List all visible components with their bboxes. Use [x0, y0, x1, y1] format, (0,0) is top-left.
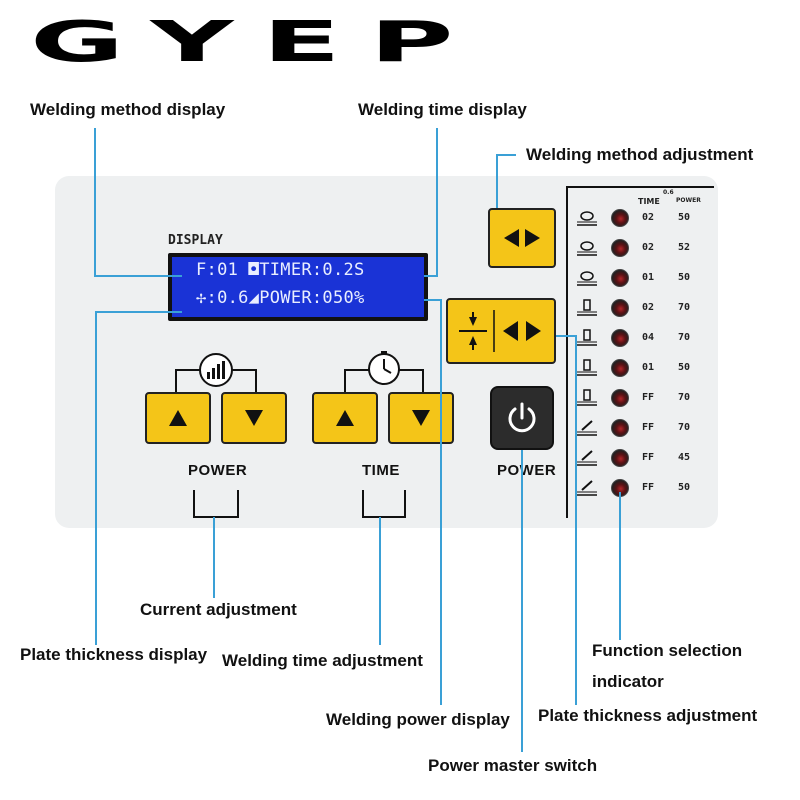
brand-logo: GYEP [30, 10, 483, 75]
thickness-arrows-icon [459, 310, 541, 352]
function-row-time: FF [642, 422, 655, 433]
function-row-power: 70 [678, 302, 691, 313]
function-row-time: 01 [642, 362, 655, 373]
lcd-line-1: F:01 ◘TIMER:0.2S [196, 260, 365, 280]
function-indicator-led [611, 389, 629, 407]
weld-symbol-10-icon [574, 478, 600, 498]
function-row-power: 50 [678, 362, 691, 373]
power-switch-label: POWER [497, 462, 557, 479]
function-row-time: 02 [642, 302, 655, 313]
function-row-time: 04 [642, 332, 655, 343]
clock-icon [366, 350, 402, 386]
function-row-time: 02 [642, 242, 655, 253]
weld-symbol-2-icon [574, 238, 600, 258]
weld-symbol-6-icon [574, 358, 600, 378]
arrow-down-icon [245, 410, 263, 426]
function-row-time: FF [642, 482, 655, 493]
weld-symbol-9-icon [574, 448, 600, 468]
function-indicator-led [611, 239, 629, 257]
welding-method-button[interactable] [488, 208, 556, 268]
function-table-header-time: TIME [638, 197, 660, 206]
callout-plate-thickness-adjustment: Plate thickness adjustment [538, 706, 758, 725]
weld-symbol-7-icon [574, 388, 600, 408]
power-level-icon [198, 352, 234, 388]
time-down-button[interactable] [388, 392, 454, 444]
function-row-time: 01 [642, 272, 655, 283]
lcd-screen [172, 257, 424, 317]
callout-plate-thickness-display: Plate thickness display [20, 645, 208, 664]
function-row-power: 45 [678, 452, 691, 463]
function-row-power: 52 [678, 242, 691, 253]
function-table-header-sup: 0.6 [663, 189, 674, 196]
arrow-down-icon [412, 410, 430, 426]
power-label: POWER [188, 462, 248, 479]
plate-thickness-button[interactable] [446, 298, 556, 364]
function-row-power: 70 [678, 422, 691, 433]
arrow-up-icon [169, 410, 187, 426]
function-indicator-led [611, 209, 629, 227]
power-down-button[interactable] [221, 392, 287, 444]
function-indicator-led [611, 449, 629, 467]
weld-symbol-8-icon [574, 418, 600, 438]
function-indicator-led [611, 269, 629, 287]
callout-welding-time-adjustment: Welding time adjustment [222, 651, 423, 670]
function-row-time: FF [642, 392, 655, 403]
function-table-header-power: POWER [676, 197, 701, 204]
weld-symbol-1-icon [574, 208, 600, 228]
function-row-time: FF [642, 452, 655, 463]
function-table [566, 186, 714, 518]
callout-welding-power-display: Welding power display [326, 710, 510, 729]
callout-welding-method-display: Welding method display [30, 100, 226, 119]
function-indicator-led [611, 419, 629, 437]
display-label: DISPLAY [168, 233, 223, 248]
time-up-button[interactable] [312, 392, 378, 444]
function-indicator-led [611, 359, 629, 377]
left-right-arrows-icon [504, 229, 540, 247]
power-switch-button[interactable] [490, 386, 554, 450]
callout-welding-method-adjustment: Welding method adjustment [526, 145, 754, 164]
function-row-time: 02 [642, 212, 655, 223]
power-icon [508, 402, 536, 433]
power-up-button[interactable] [145, 392, 211, 444]
time-label: TIME [362, 462, 400, 479]
weld-symbol-5-icon [574, 328, 600, 348]
function-row-power: 50 [678, 212, 691, 223]
function-indicator-led [611, 329, 629, 347]
callout-current-adjustment: Current adjustment [140, 600, 297, 619]
callout-power-master-switch: Power master switch [428, 756, 598, 775]
function-row-power: 70 [678, 332, 691, 343]
callout-function-selection-line2: indicator [592, 672, 664, 691]
lcd-line-2: ✢:0.6◢POWER:050% [196, 288, 365, 308]
function-row-power: 50 [678, 272, 691, 283]
callout-welding-time-display: Welding time display [358, 100, 527, 119]
weld-symbol-4-icon [574, 298, 600, 318]
weld-symbol-3-icon [574, 268, 600, 288]
callout-function-selection-line1: Function selection [592, 641, 743, 660]
function-row-power: 50 [678, 482, 691, 493]
function-indicator-led [611, 299, 629, 317]
arrow-up-icon [336, 410, 354, 426]
function-row-power: 70 [678, 392, 691, 403]
